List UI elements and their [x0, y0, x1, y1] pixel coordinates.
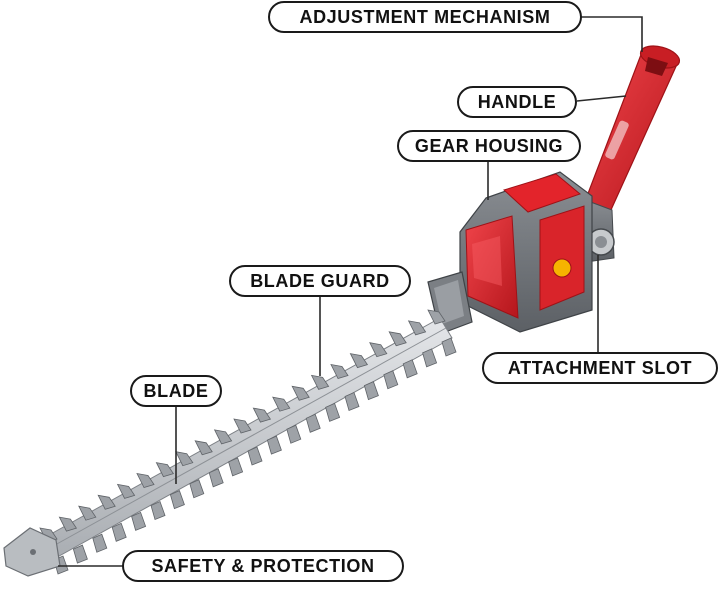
- leader-adjustment: [580, 16, 643, 52]
- blade-tooth-lower: [150, 500, 166, 521]
- blade-tooth-lower: [441, 337, 457, 357]
- blade-tooth-upper: [407, 320, 427, 336]
- label-safety-protection: SAFETY & PROTECTION: [122, 550, 404, 582]
- blade-tooth-lower: [228, 457, 244, 477]
- blade-tooth-lower: [363, 381, 379, 401]
- blade-tooth-lower: [189, 479, 205, 499]
- blade-tooth-upper: [213, 429, 233, 445]
- blade-tooth-lower: [72, 544, 88, 564]
- blade-tooth-upper: [349, 353, 369, 369]
- blade-tooth-upper: [388, 331, 407, 347]
- blade-tooth-lower: [422, 348, 438, 368]
- blade-tooth-upper: [310, 374, 330, 390]
- label-blade: BLADE: [130, 375, 222, 407]
- blade-tooth-upper: [252, 407, 272, 423]
- blade-tooth-lower: [92, 533, 108, 553]
- blade-tooth-upper: [369, 342, 388, 358]
- leader-handle: [576, 95, 627, 102]
- blade-tooth-lower: [383, 370, 399, 390]
- blade-tooth-upper: [330, 363, 349, 379]
- blade-tooth-lower: [286, 424, 302, 444]
- label-gear-housing: GEAR HOUSING: [397, 130, 581, 162]
- blade-tooth-upper: [116, 483, 136, 499]
- label-handle: HANDLE: [457, 86, 577, 118]
- blade-tooth-upper: [194, 440, 213, 456]
- blade-tooth-upper: [136, 472, 155, 488]
- blade-tooth-lower: [131, 511, 147, 531]
- blade-tooth-lower: [402, 359, 418, 379]
- blade-tooth-upper: [58, 516, 78, 532]
- blade-tooth-upper: [291, 385, 310, 401]
- label-attachment-slot: ATTACHMENT SLOT: [482, 352, 718, 384]
- blade-tooth-lower: [266, 435, 282, 455]
- blade-tooth-lower: [208, 468, 224, 488]
- blade-tooth-upper: [175, 451, 194, 467]
- label-adjustment-mechanism: ADJUSTMENT MECHANISM: [268, 1, 582, 33]
- blade-tooth-upper: [272, 396, 291, 412]
- blade-tooth-lower: [344, 391, 360, 412]
- leader-lines: [58, 16, 643, 567]
- blade-tooth-lower: [325, 402, 341, 422]
- handle-part: [583, 45, 681, 213]
- blade-tooth-upper: [155, 462, 175, 478]
- blade-tooth-upper: [233, 418, 252, 434]
- blade-part: [39, 317, 453, 561]
- blade-tooth-lower: [111, 522, 127, 542]
- blade-tooth-upper: [97, 494, 116, 510]
- blade-tooth-lower: [169, 490, 185, 510]
- blade-tooth-upper: [427, 309, 446, 325]
- label-blade-guard: BLADE GUARD: [229, 265, 411, 297]
- blade-tooth-lower: [305, 413, 321, 433]
- blade-tooth-lower: [247, 446, 263, 466]
- blade-tooth-upper: [78, 505, 97, 521]
- gear-housing-part: [459, 171, 593, 333]
